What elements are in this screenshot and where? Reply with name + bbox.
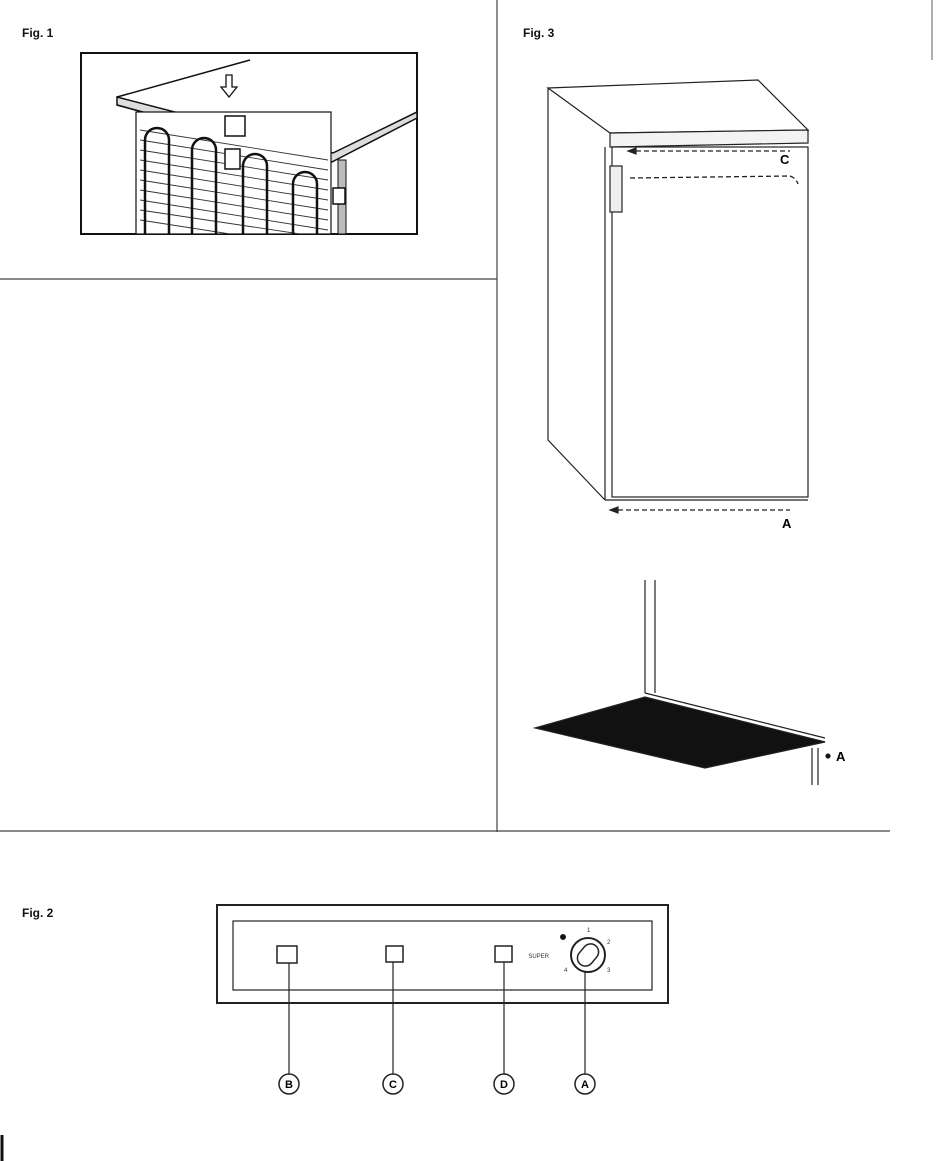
callout-c: C: [389, 1079, 397, 1091]
dial-scale-2: 2: [607, 940, 611, 946]
dial-scale-1: 1: [587, 928, 591, 934]
callout-a: A: [581, 1079, 589, 1091]
callout-b: B: [285, 1079, 293, 1091]
fig3-callout-a: A: [782, 516, 792, 531]
fig2-label: Fig. 2: [22, 906, 54, 920]
dial-scale-4: 4: [564, 968, 568, 974]
fig3-label: Fig. 3: [523, 26, 555, 40]
fig3-callout-c: C: [780, 152, 790, 167]
callout-d: D: [500, 1079, 508, 1091]
dial-scale-3: 3: [607, 968, 611, 974]
fig1-evaporator-drawing: [80, 52, 418, 235]
fig3-fridge-drawing: [546, 79, 810, 514]
fig2-control-panel-drawing: [216, 904, 669, 1095]
fig3-floor-detail-drawing: [532, 580, 831, 785]
dial-super-label: SUPER: [528, 954, 549, 960]
fig1-label: Fig. 1: [22, 26, 54, 40]
fig3-detail-callout-a: A: [836, 749, 846, 764]
page-dividers: [0, 0, 933, 832]
